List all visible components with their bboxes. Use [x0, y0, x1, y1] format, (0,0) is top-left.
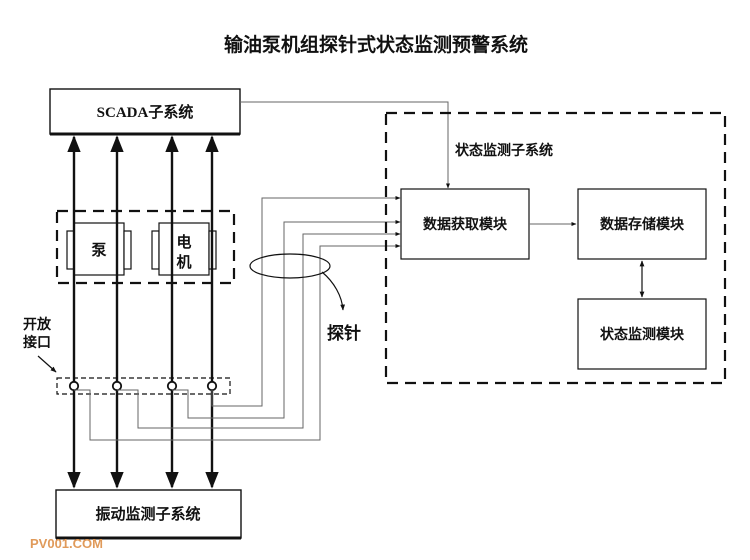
probe-wire-1 [74, 244, 401, 441]
probe-wire-3 [172, 220, 401, 419]
acquisition-label: 数据获取模块 [423, 216, 508, 233]
status-subsystem-label: 状态监测子系统 [455, 142, 553, 159]
tap-2 [111, 380, 123, 392]
storage-label: 数据存储模块 [600, 216, 685, 233]
pump-label: 泵 [91, 242, 106, 259]
probe-ring [249, 253, 331, 279]
scada-link [240, 101, 450, 189]
monitoring-module: 状态监测模块 [577, 298, 707, 370]
monitoring-label: 状态监测模块 [600, 326, 685, 343]
tap-4 [206, 380, 218, 392]
open-interface-strip [56, 377, 231, 395]
scada-label: SCADA子系统 [97, 103, 194, 121]
acquisition-module: 数据获取模块 [400, 188, 530, 260]
scada-box: SCADA子系统 [49, 88, 241, 136]
tap-3 [166, 380, 178, 392]
signal-lines [67, 135, 219, 489]
status-subsystem-enclosure [384, 111, 727, 385]
tap-1 [68, 380, 80, 392]
open-interface-label-line2: 接口 [23, 334, 51, 351]
motor-label: 电机 [176, 233, 191, 271]
vibration-box: 振动监测子系统 [55, 489, 242, 540]
probe-wire-2 [117, 232, 401, 429]
interface-taps [68, 380, 218, 392]
probe-pointer [321, 271, 346, 311]
probe-wire-4 [211, 196, 401, 407]
probe-label: 探针 [327, 323, 361, 343]
watermark: PV001.COM [30, 536, 103, 551]
vibration-label: 振动监测子系统 [95, 505, 200, 523]
open-interface-label-line1: 开放 [23, 316, 52, 333]
open-interface-arrow [37, 355, 57, 373]
storage-module: 数据存储模块 [577, 188, 707, 260]
motor-box: 电机 [151, 222, 217, 276]
pump-box: 泵 [66, 222, 132, 276]
probe-wires [74, 196, 401, 441]
diagram-title: 输油泵机组探针式状态监测预警系统 [224, 33, 528, 56]
